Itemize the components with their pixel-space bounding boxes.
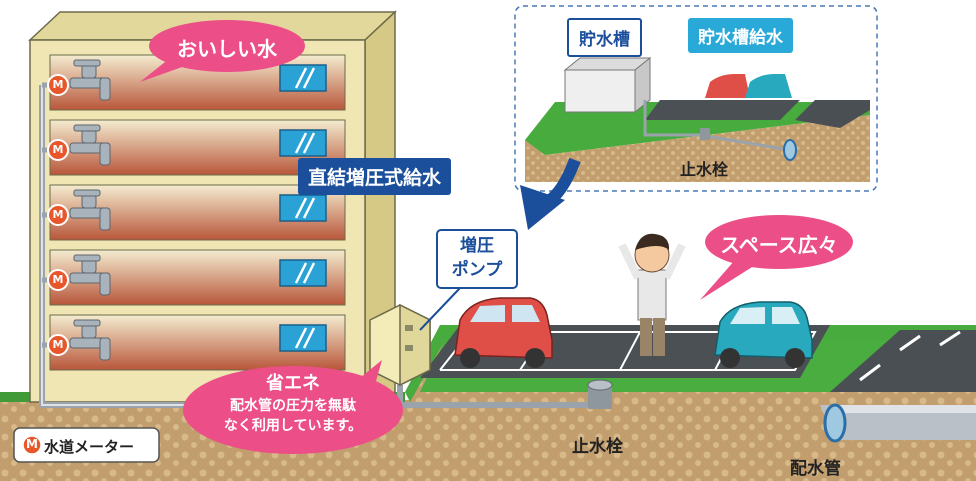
- label-stop-valve: 止水栓: [572, 437, 623, 457]
- meter-mark-4: M: [52, 273, 64, 286]
- label-direct-pressure: 直結増圧式給水: [298, 158, 452, 195]
- booster-pump-box: [369, 303, 431, 387]
- label-tasty-water: おいしい水: [177, 37, 277, 61]
- bubble-energy: [183, 360, 403, 454]
- bubble-tasty-water: [140, 20, 305, 82]
- label-inset-tank: 貯水槽: [567, 18, 642, 57]
- energy-line2: なく利用しています。: [223, 418, 363, 434]
- energy-title: 省エネ: [266, 373, 320, 394]
- label-inset-stop-valve: 止水栓: [680, 160, 729, 179]
- label-main-pipe: 配水管: [790, 459, 841, 479]
- bubble-space: [700, 215, 853, 300]
- meter-mark-5: M: [52, 338, 64, 351]
- booster-callout: [419, 229, 518, 331]
- label-energy: 省エネ 配水管の圧力を無駄 なく利用しています。: [183, 372, 403, 436]
- meter-mark-2: M: [52, 143, 64, 156]
- energy-line1: 配水管の圧力を無駄: [230, 398, 356, 414]
- stop-valve: [587, 379, 613, 409]
- meter-mark-1: M: [52, 78, 64, 91]
- booster-pump-line2: ポンプ: [451, 260, 503, 280]
- meter-mark-3: M: [52, 208, 64, 221]
- label-space: スペース広々: [720, 233, 838, 257]
- label-inset-tank-supply: 貯水槽給水: [688, 18, 793, 53]
- legend-meter-label: 水道メーター: [44, 438, 135, 456]
- legend-box: [13, 427, 160, 463]
- road: [830, 330, 976, 392]
- label-booster-pump: 増圧 ポンプ: [437, 234, 517, 282]
- red-car: [454, 297, 553, 368]
- person: [618, 233, 686, 356]
- arrow-icon: [520, 157, 581, 230]
- teal-car: [714, 301, 813, 368]
- main-pipe: [820, 403, 976, 443]
- booster-pump-line1: 増圧: [460, 236, 494, 256]
- water-meters: [47, 74, 69, 356]
- meter-icon-mark: M: [26, 437, 38, 451]
